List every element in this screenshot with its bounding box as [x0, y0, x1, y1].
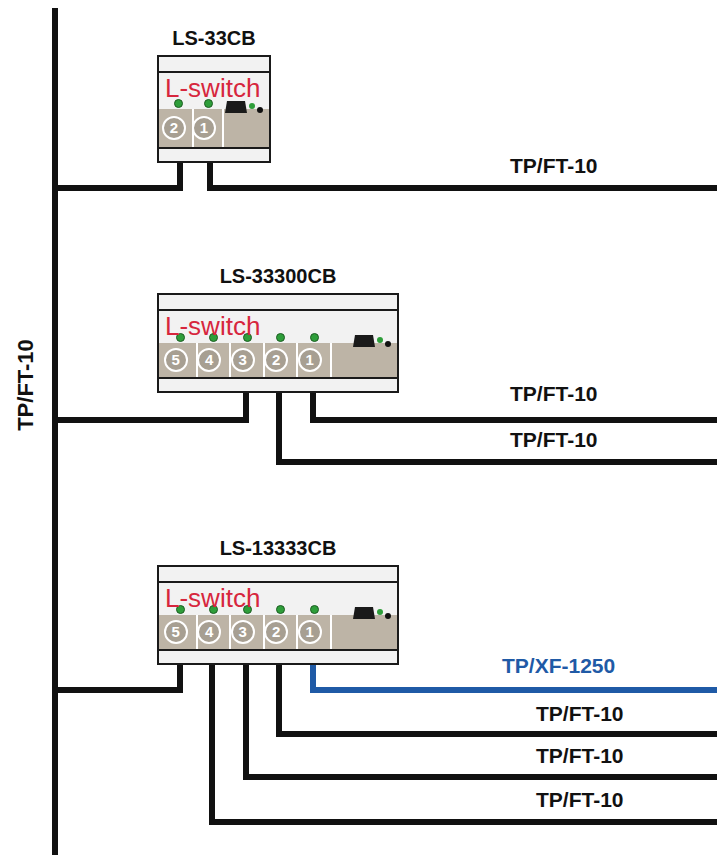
- connector-shape: [353, 607, 375, 619]
- connector-shape: [353, 335, 375, 347]
- housing-line: [159, 71, 269, 73]
- wire: [55, 665, 180, 690]
- wire: [212, 665, 717, 822]
- connector-shape: [225, 101, 247, 113]
- status-led: [377, 609, 383, 615]
- brand-name: L-switch: [165, 585, 260, 611]
- port-number: 3: [231, 620, 255, 644]
- line-label: TP/XF-1250: [500, 654, 617, 678]
- bus-label: TP/FT-10: [13, 337, 39, 433]
- housing-line: [159, 147, 269, 149]
- line-label: TP/FT-10: [508, 428, 600, 452]
- status-led: [310, 605, 319, 614]
- switch-box: LS-33300CBL-switch54321: [157, 293, 399, 393]
- service-button: [257, 107, 263, 113]
- cell-divider: [330, 343, 332, 377]
- port-number: 5: [164, 348, 188, 372]
- switch-box: LS-13333CBL-switch54321: [157, 565, 399, 665]
- wire: [55, 393, 246, 420]
- status-led: [276, 333, 285, 342]
- port-number: 1: [192, 116, 216, 140]
- wire: [210, 163, 717, 188]
- line-label: TP/FT-10: [534, 788, 626, 812]
- device-model: LS-13333CB: [159, 537, 397, 560]
- switch-box: LS-33CBL-switch21: [157, 55, 271, 163]
- service-connector: [351, 331, 395, 355]
- cell-divider: [330, 615, 332, 649]
- wire: [279, 665, 717, 734]
- brand-name: L-switch: [165, 313, 260, 339]
- bus-line: [52, 8, 58, 855]
- housing-line: [159, 581, 397, 583]
- service-connector: [351, 603, 395, 627]
- status-led: [249, 103, 255, 109]
- status-led: [276, 605, 285, 614]
- line-label: TP/FT-10: [534, 744, 626, 768]
- wire: [55, 163, 180, 188]
- service-button: [385, 613, 391, 619]
- wire: [246, 665, 717, 777]
- housing-line: [159, 377, 397, 379]
- cell-divider: [222, 109, 224, 147]
- service-button: [385, 341, 391, 347]
- status-led: [310, 333, 319, 342]
- port-number: 1: [298, 620, 322, 644]
- wire: [279, 393, 717, 462]
- status-led: [377, 337, 383, 343]
- line-label: TP/FT-10: [508, 154, 600, 178]
- housing-line: [159, 649, 397, 651]
- device-model: LS-33CB: [159, 27, 269, 50]
- port-number: 3: [231, 348, 255, 372]
- housing-line: [159, 309, 397, 311]
- line-label: TP/FT-10: [534, 702, 626, 726]
- brand-name: L-switch: [165, 75, 260, 101]
- port-number: 1: [298, 348, 322, 372]
- line-label: TP/FT-10: [508, 382, 600, 406]
- port-number: 5: [164, 620, 188, 644]
- port-number: 2: [162, 116, 186, 140]
- device-model: LS-33300CB: [159, 265, 397, 288]
